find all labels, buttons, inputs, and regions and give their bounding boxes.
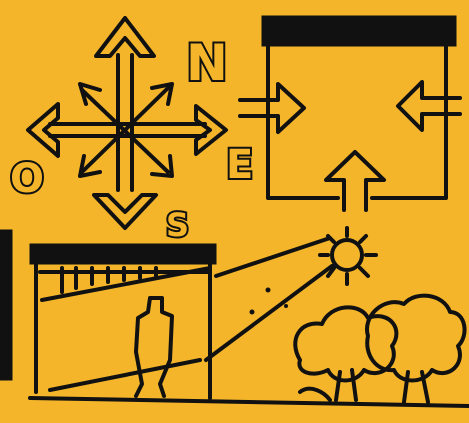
compass-shafts [48,53,207,192]
person-silhouette [134,296,174,398]
inflow-arrow-west [238,82,306,134]
air-particles [249,287,288,315]
ne-arrowhead [150,82,174,106]
inflow-arrow-south [324,150,386,212]
roof-slab [261,15,457,47]
compass-letter-south: S [166,206,189,244]
nw-arrowhead [78,82,102,106]
sun-icon [318,226,378,286]
sun-ray-lower [204,264,334,362]
sun-shade-scene [0,226,469,408]
compass-letter-east: E [226,142,253,188]
west-arrowhead [26,102,60,158]
edge-bar [0,229,13,381]
ground-line [28,396,469,408]
compass-letter-north: N [186,34,228,92]
sw-arrowhead [78,154,102,178]
room-airflow-diagram [238,15,462,212]
canopy-hatching [60,266,158,294]
canopy-roof [29,243,217,265]
south-arrowhead [92,193,158,230]
sun-ray-upper [214,236,332,278]
compass-letter-west: O [10,156,44,202]
se-arrowhead [150,154,174,178]
inflow-arrow-east [396,80,462,132]
north-arrowhead [94,16,156,58]
tree-icon [293,293,467,404]
compass-rose-icon: N E S O [8,16,255,246]
room-walls [266,44,448,200]
east-arrowhead [194,104,228,156]
